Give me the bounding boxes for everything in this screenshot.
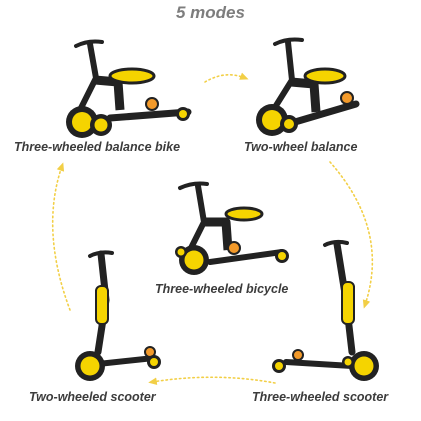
cycle-arrows — [51, 72, 374, 386]
scooter-three-wheeled-balance-bike — [66, 39, 192, 138]
mode-label-two-wheeled-scooter: Two-wheeled scooter — [29, 390, 156, 404]
mode-label-three-wheeled-scooter: Three-wheeled scooter — [252, 390, 389, 404]
scooter-two-wheeled-left — [75, 250, 161, 381]
mode-label-three-wheeled-balance-bike: Three-wheeled balance bike — [14, 140, 181, 154]
page-title: 5 modes — [176, 3, 245, 22]
arrow-left — [51, 162, 71, 311]
scooter-two-wheel-balance — [256, 37, 360, 136]
scooter-three-wheeled-bicycle — [175, 181, 289, 275]
mode-label-three-wheeled-bicycle: Three-wheeled bicycle — [155, 282, 289, 296]
arrow-top — [204, 72, 249, 83]
arrow-right — [329, 161, 374, 309]
arrow-bottom — [148, 376, 276, 386]
scooter-three-wheeled-right — [272, 239, 379, 381]
mode-label-two-wheel-balance: Two-wheel balance — [244, 140, 358, 154]
